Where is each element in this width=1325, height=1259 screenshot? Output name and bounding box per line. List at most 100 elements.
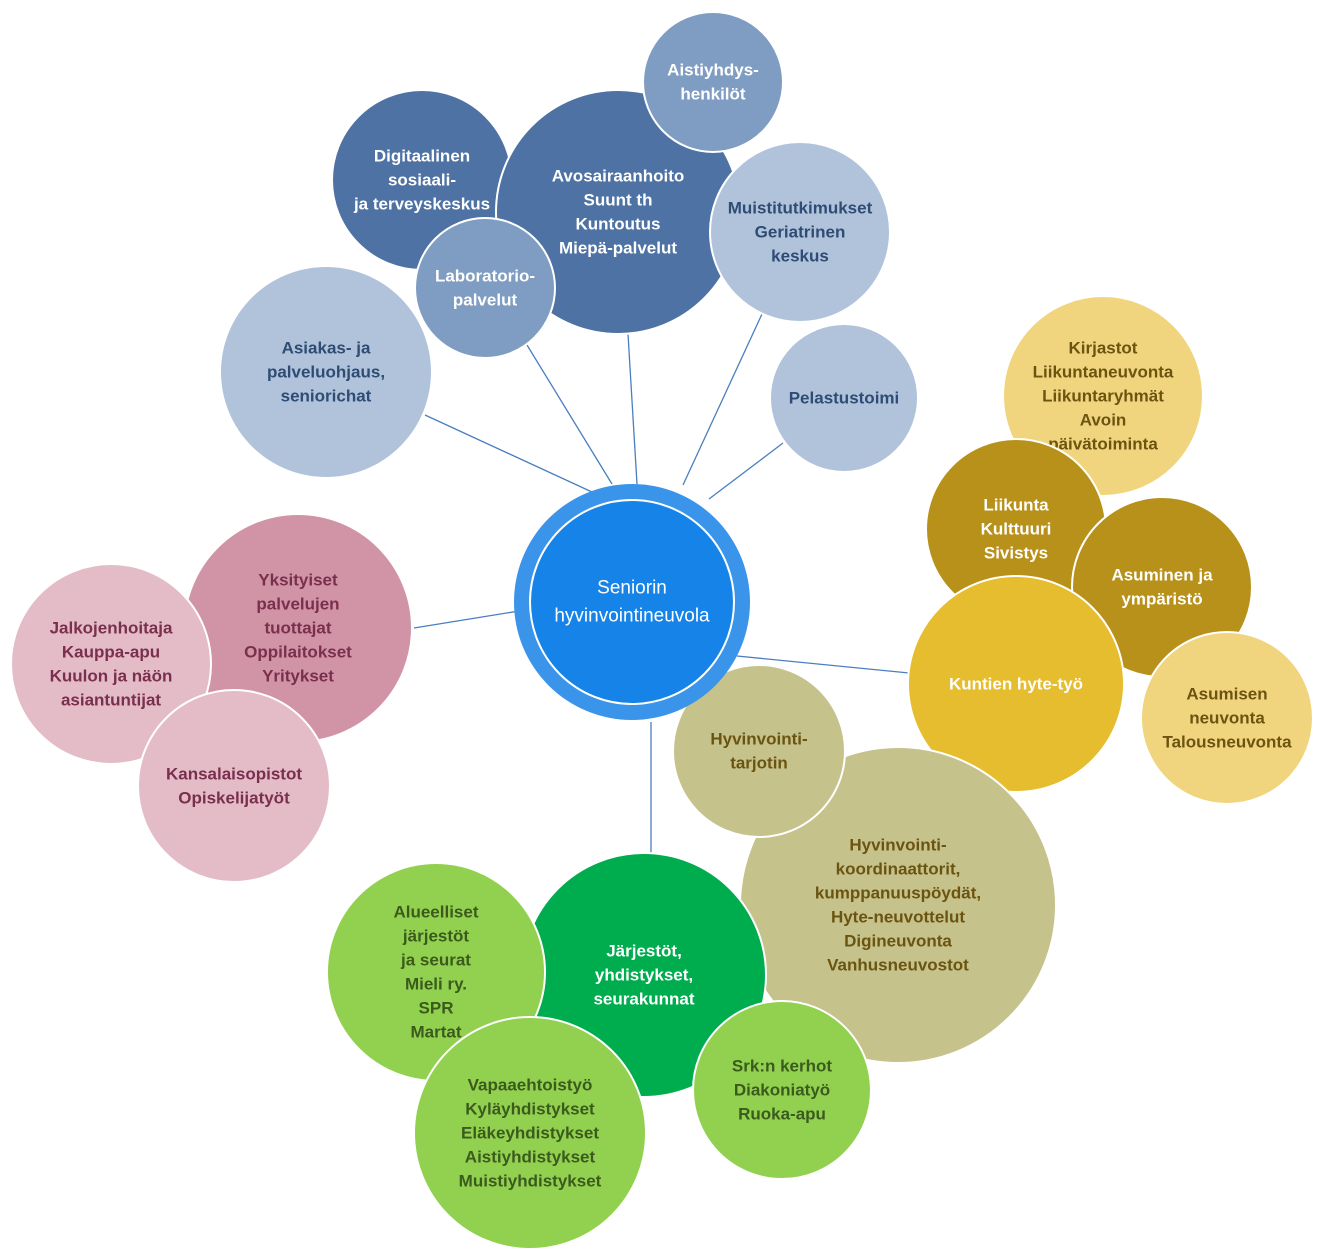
bubble-label-line: päivätoiminta (1048, 435, 1158, 454)
bubble-label-line: Kyläyhdistykset (465, 1100, 595, 1119)
bubble-label-line: Kuulon ja näön (50, 667, 173, 686)
bubble-label-line: neuvonta (1189, 709, 1265, 728)
bubble-label-line: Hyvinvointi- (849, 836, 946, 855)
bubble-label-line: Digitaalinen (374, 147, 470, 166)
bubble-circle (907, 575, 1125, 793)
bubble-label-line: Hyte-neuvottelut (831, 908, 965, 927)
bubble-pelastustoimi: Pelastustoimi (769, 323, 919, 473)
bubble-label-line: Ruoka-apu (738, 1105, 826, 1124)
bubble-label-line: Kauppa-apu (62, 643, 160, 662)
bubble-label-line: Kirjastot (1069, 339, 1138, 358)
bubble-circle (692, 1000, 872, 1180)
bubble-label-line: koordinaattorit, (836, 860, 961, 879)
bubble-label-line: Hyvinvointi- (710, 730, 807, 749)
bubble-label-line: yhdistykset, (595, 966, 693, 985)
bubble-circle (642, 11, 784, 153)
connector-line (424, 414, 593, 493)
bubble-label-line: Eläkeyhdistykset (461, 1124, 599, 1143)
bubble-label-line: Kuntien hyte-työ (949, 675, 1083, 694)
bubble-circle (413, 1016, 647, 1250)
bubble-label-line: Opiskelijatyöt (178, 789, 290, 808)
bubble-label-line: Mieli ry. (405, 975, 467, 994)
bubble-vapaaehtoistyo: VapaaehtoistyöKyläyhdistyksetEläkeyhdist… (413, 1016, 647, 1250)
bubble-label-line: hyvinvointineuvola (554, 606, 710, 627)
bubble-label-line: Seniorin (597, 578, 667, 599)
bubble-label-line: Srk:n kerhot (732, 1057, 832, 1076)
bubble-label-line: Muistiyhdistykset (459, 1172, 602, 1191)
bubble-label-line: palvelujen (256, 595, 339, 614)
bubble-label-line: Muistitutkimukset (728, 199, 873, 218)
connector-line (736, 655, 910, 674)
bubble-label-line: Liikunta (983, 496, 1049, 515)
bubble-label-line: Yritykset (262, 667, 334, 686)
bubble-label-line: tuottajat (264, 619, 331, 638)
bubble-label-line: seurakunnat (593, 990, 694, 1009)
bubble-label-line: Asuminen ja (1111, 566, 1213, 585)
bubble-label-line: SPR (419, 999, 454, 1018)
bubble-label-line: Aistiyhdys- (667, 61, 759, 80)
bubble-tarjotin: Hyvinvointi-tarjotin (672, 664, 846, 838)
bubble-label-line: Oppilaitokset (244, 643, 352, 662)
center-node: Seniorin hyvinvointineuvola (514, 484, 750, 720)
bubble-label-line: ympäristö (1121, 590, 1202, 609)
bubble-laboratorio: Laboratorio-palvelut (414, 217, 556, 359)
bubble-label-line: Järjestöt, (606, 942, 682, 961)
bubble-label-line: Liikuntaneuvonta (1033, 363, 1174, 382)
bubble-label-line: järjestöt (402, 927, 469, 946)
bubble-label-line: Asiakas- ja (282, 339, 371, 358)
bubble-circle (414, 217, 556, 359)
bubble-label-line: Talousneuvonta (1162, 733, 1292, 752)
connector-line (413, 610, 520, 629)
connector-line (708, 442, 784, 500)
bubble-label-line: Aistiyhdistykset (465, 1148, 596, 1167)
bubble-label-line: Asumisen (1186, 685, 1267, 704)
connector-line (526, 344, 613, 485)
bubble-label-line: tarjotin (730, 754, 788, 773)
bubble-label-line: Alueelliset (393, 903, 478, 922)
connector-line (627, 333, 638, 485)
bubble-label-line: Avoin (1080, 411, 1127, 430)
bubble-label-line: seniorichat (281, 387, 372, 406)
bubble-label-line: Yksityiset (258, 571, 338, 590)
bubble-label-line: palvelut (453, 291, 518, 310)
bubble-hyvinvointikoord: Hyvinvointi-koordinaattorit, kumppanuuspö… (739, 746, 1057, 1064)
bubble-label-line: asiantuntijat (61, 691, 161, 710)
connector-line (682, 313, 763, 486)
bubble-yksityiset: Yksityiset palvelujen tuottajatOppilaitoks… (183, 513, 413, 743)
bubble-label-line: ja terveyskeskus (353, 195, 490, 214)
bubble-label-line: ja seurat (400, 951, 471, 970)
bubble-label-line: Liikuntaryhmät (1042, 387, 1164, 406)
bubble-circle (219, 265, 433, 479)
bubble-label-line: Suunt th (584, 191, 653, 210)
bubble-label-line: Kulttuuri (981, 520, 1052, 539)
bubble-asuminen: Asuminen ja ympäristö (1071, 496, 1253, 678)
bubble-label-line: Kuntoutus (576, 215, 661, 234)
bubble-circle (709, 141, 891, 323)
bubble-label-line: keskus (771, 247, 829, 266)
bubble-label-line: sosiaali- (388, 171, 456, 190)
bubble-label-line: Diakoniatyö (734, 1081, 830, 1100)
bubble-label-line: kumppanuuspöydät, (815, 884, 981, 903)
bubble-circle (769, 323, 919, 473)
bubble-label-line: Miepä-palvelut (559, 239, 677, 258)
connector-lines (413, 313, 910, 853)
bubble-circle (10, 563, 212, 765)
bubble-label-line: Martat (410, 1023, 461, 1042)
bubble-label-line: Vanhusneuvostot (827, 956, 969, 975)
bubble-circle (1140, 631, 1314, 805)
bubble-label-line: Geriatrinen (755, 223, 846, 242)
bubble-label-line: Jalkojenhoitaja (50, 619, 173, 638)
bubble-label-line: Avosairaanhoito (552, 167, 685, 186)
bubble-label-line: Pelastustoimi (789, 389, 900, 408)
bubble-label-line: Sivistys (984, 544, 1048, 563)
center-inner-circle (529, 499, 735, 705)
bubble-kuntien: Kuntien hyte-työ (907, 575, 1125, 793)
